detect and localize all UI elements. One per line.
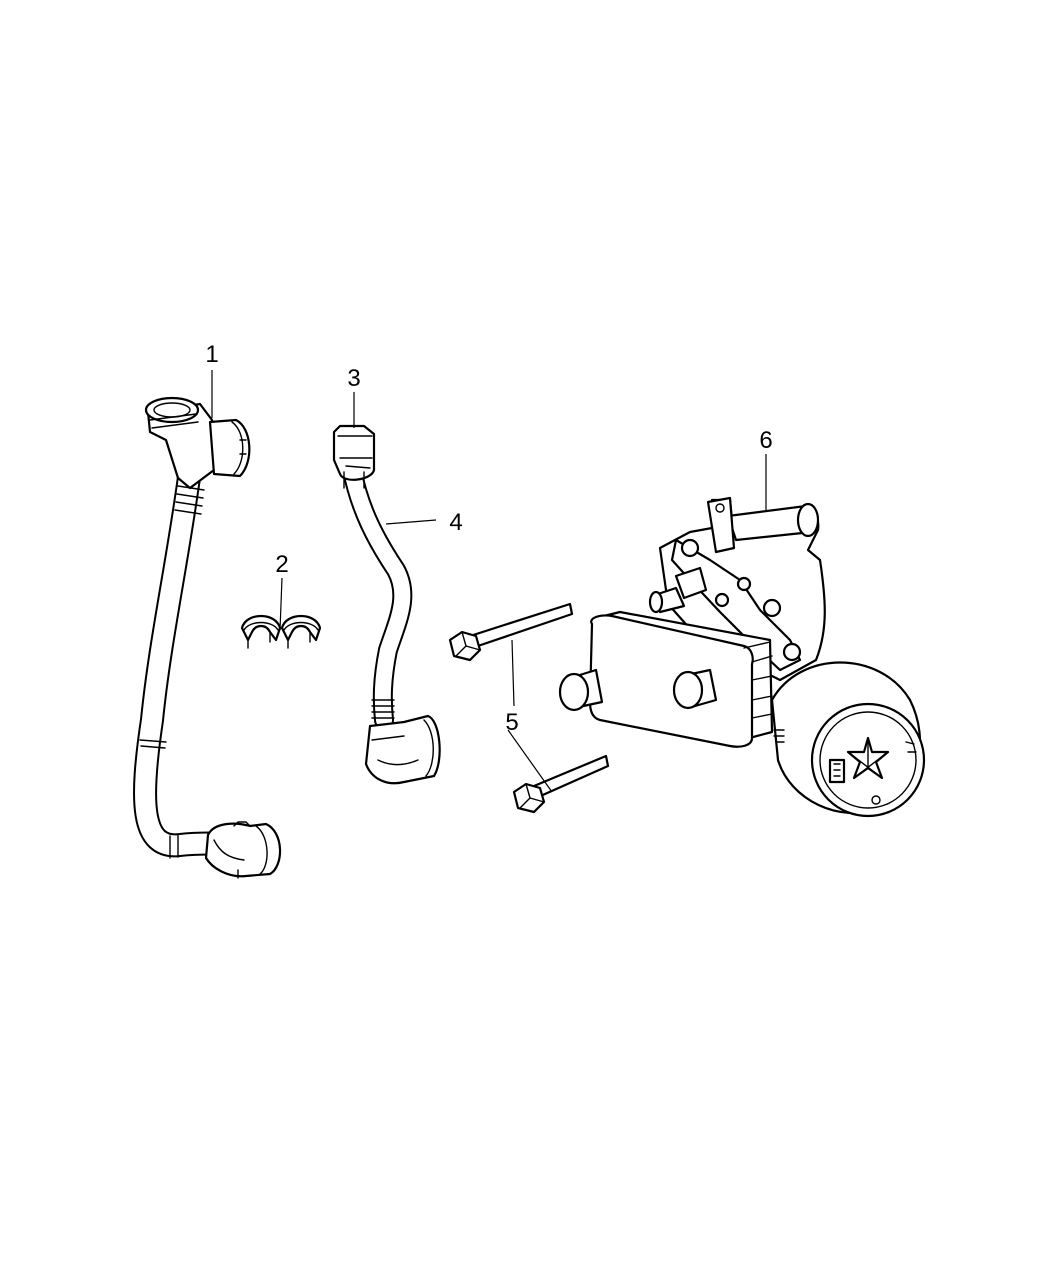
callout-3: 3 bbox=[347, 365, 360, 392]
leader-5b bbox=[507, 729, 553, 793]
callout-2: 2 bbox=[275, 551, 288, 578]
callout-5: 5 bbox=[505, 709, 518, 736]
callout-numbers: 1 2 3 4 5 6 bbox=[205, 341, 772, 736]
part-5-bolt-upper[interactable] bbox=[448, 602, 574, 662]
part-4-hose[interactable] bbox=[342, 460, 441, 785]
part-6-oil-cooler-housing[interactable] bbox=[558, 496, 926, 818]
leader-4 bbox=[385, 519, 437, 525]
filter-cap-emblem bbox=[846, 736, 890, 780]
part-3-tube-connector[interactable] bbox=[332, 424, 376, 489]
part-5-bolt-lower[interactable] bbox=[512, 754, 610, 814]
callout-1: 1 bbox=[205, 341, 218, 368]
leader-2 bbox=[279, 577, 283, 631]
part-2-clips[interactable] bbox=[240, 614, 322, 649]
leader-lines bbox=[211, 370, 767, 793]
callout-6: 6 bbox=[759, 427, 772, 454]
leader-5a bbox=[511, 639, 515, 707]
callout-4: 4 bbox=[449, 509, 462, 536]
part-1-hose-assembly[interactable] bbox=[133, 396, 282, 879]
